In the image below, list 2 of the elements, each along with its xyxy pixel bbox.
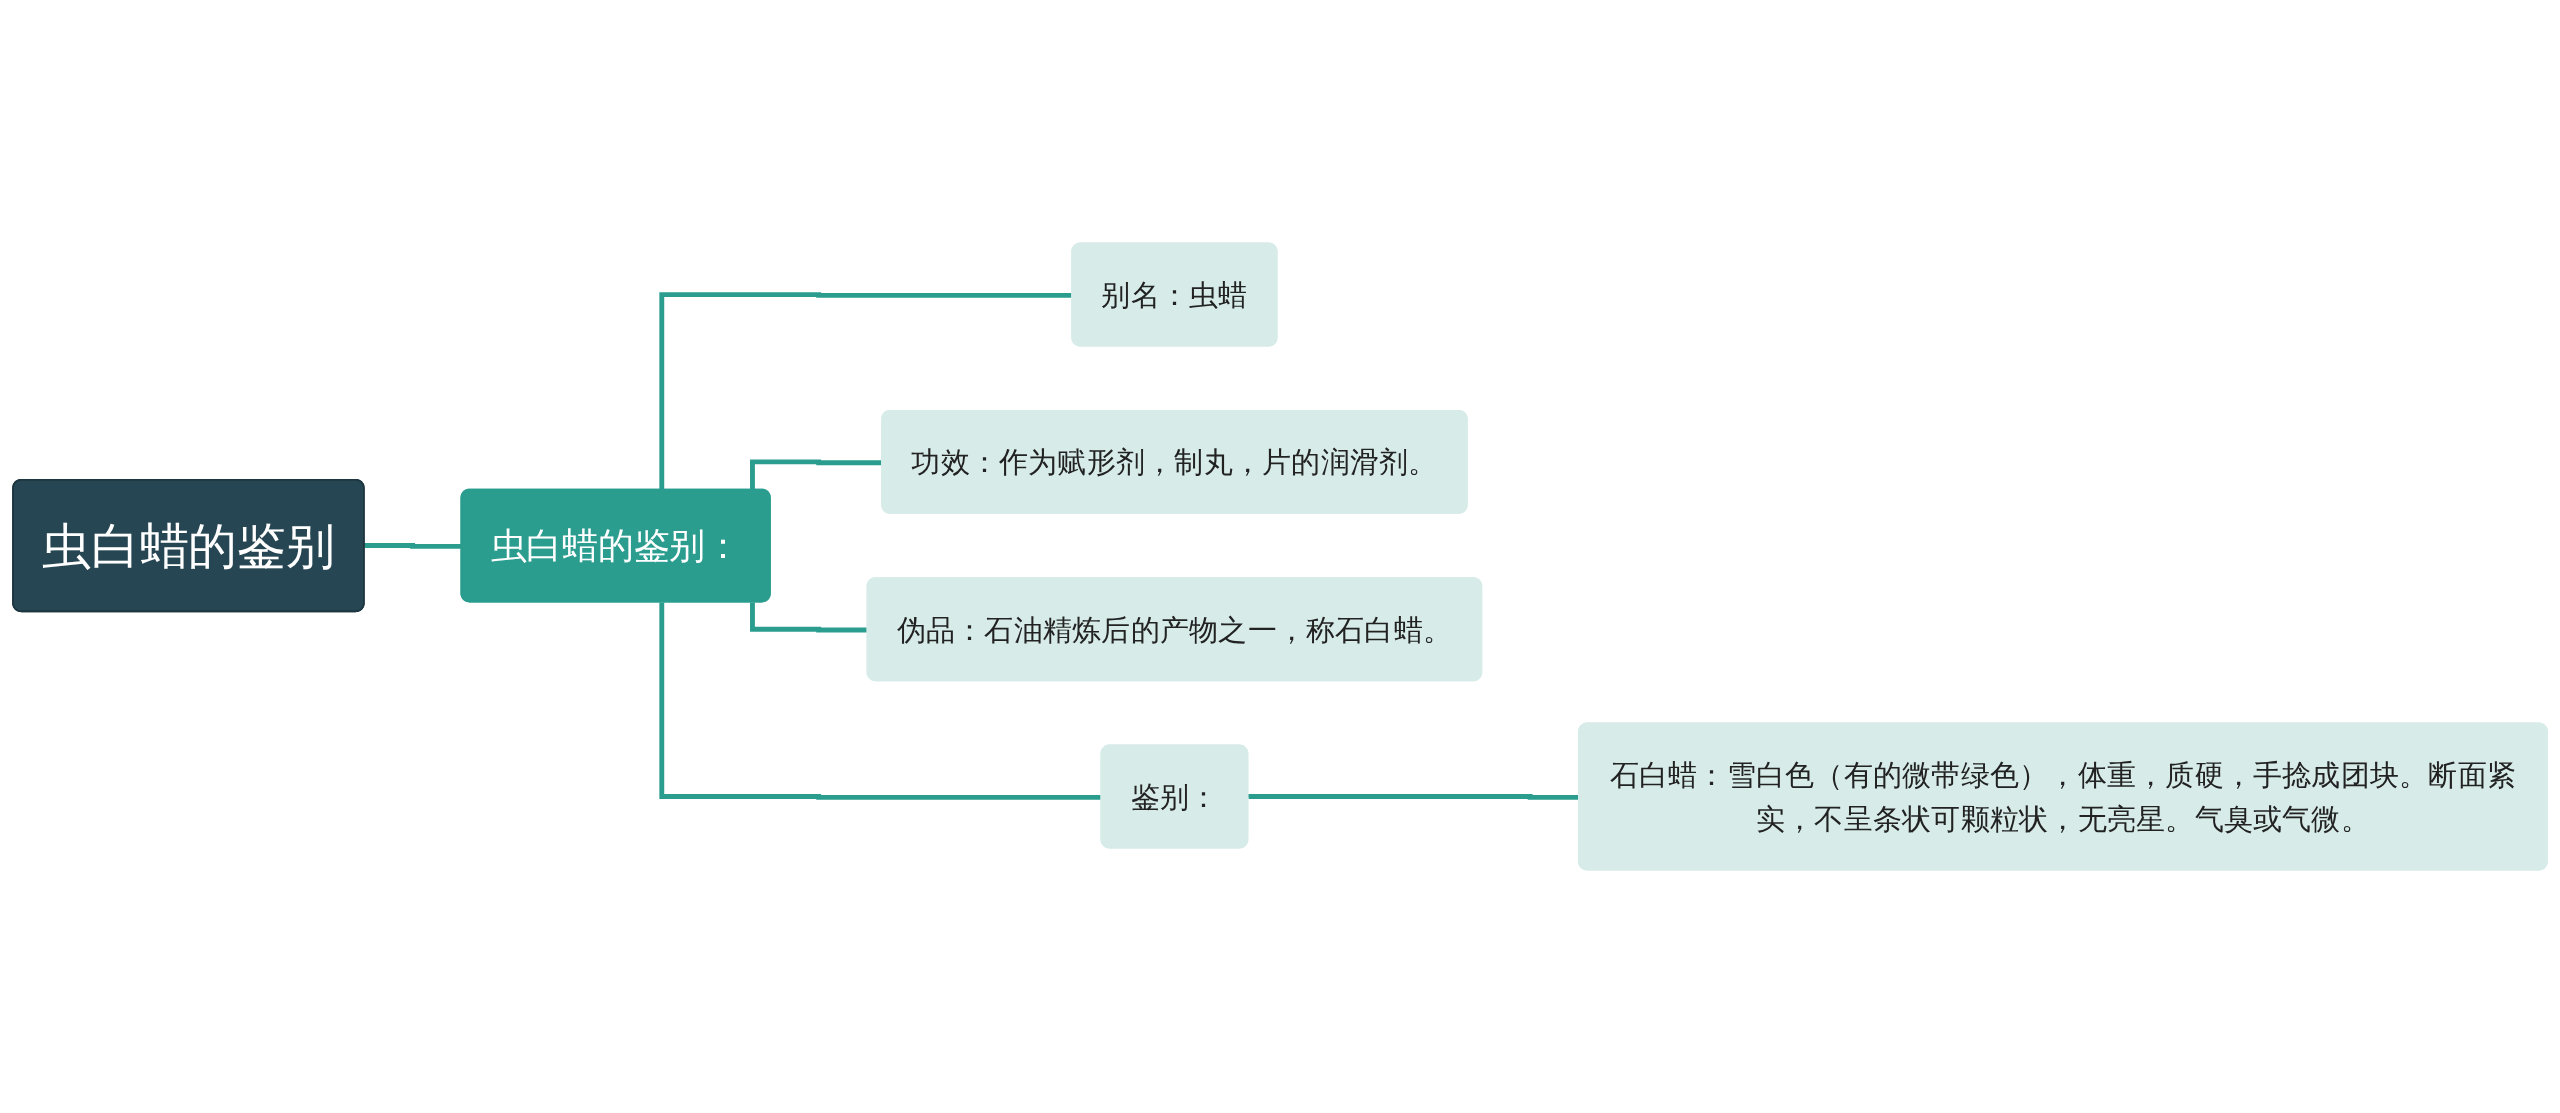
connector xyxy=(750,459,883,491)
connector xyxy=(659,292,1073,491)
